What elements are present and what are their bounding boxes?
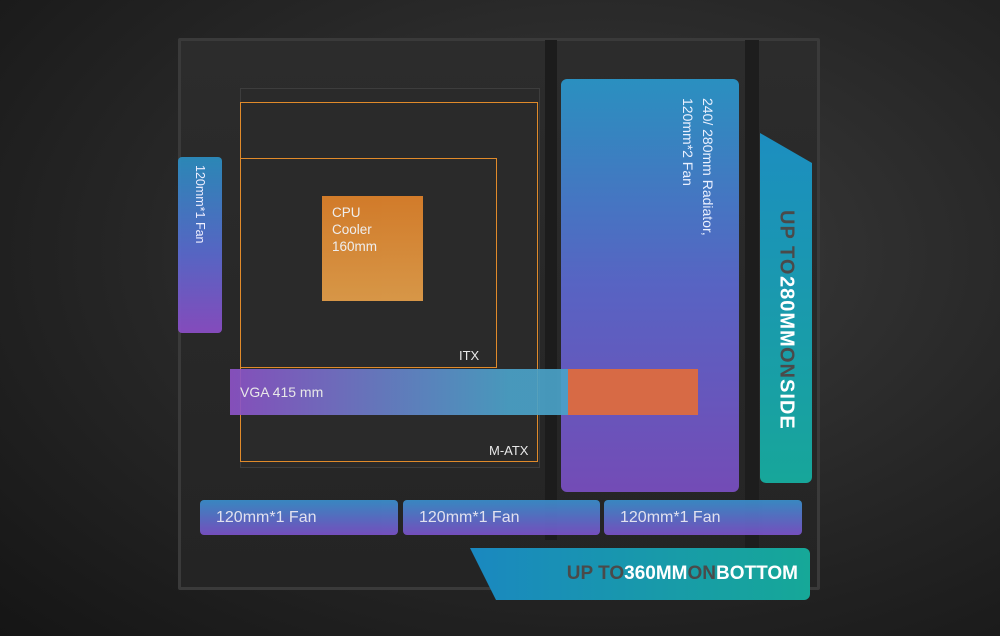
cpu-label-3: 160mm	[332, 239, 378, 254]
bottom-fan-2: 120mm*1 Fan	[403, 500, 600, 535]
side-banner	[760, 133, 812, 483]
cpu-label-2: Cooler	[332, 222, 372, 237]
cpu-cooler-zone: CPU Cooler 160mm	[322, 196, 423, 301]
bottom-fan-1: 120mm*1 Fan	[200, 500, 398, 535]
bottom-fan-3: 120mm*1 Fan	[604, 500, 802, 535]
bottom-text-c: ON	[687, 563, 717, 584]
case-front-post	[745, 40, 759, 570]
radiator-label-2: 120mm*2 Fan	[680, 98, 696, 186]
radiator-label-1: 240/ 280mm Radiator,	[700, 98, 716, 236]
vga-overlap-zone	[568, 369, 698, 415]
vga-label: VGA 415 mm	[240, 384, 324, 400]
case-divider	[545, 40, 557, 540]
side-banner-text: UP TO 280MM ON SIDE	[760, 170, 812, 470]
side-text-b: 280MM	[775, 275, 798, 348]
radiator-zone	[561, 79, 739, 492]
itx-label: ITX	[459, 348, 480, 363]
side-text-c: ON	[775, 347, 798, 380]
cpu-label-1: CPU	[332, 205, 361, 220]
bottom-text-b: 360MM	[624, 563, 688, 584]
itx-outline	[240, 158, 497, 368]
side-text-a: UP TO	[775, 210, 798, 276]
bottom-banner: UP TO 360MM ON BOTTOM	[470, 548, 810, 600]
radiator-label: 240/ 280mm Radiator,120mm*2 Fan	[678, 98, 718, 236]
bottom-text-d: BOTTOM	[716, 563, 798, 584]
rear-fan-zone	[178, 157, 222, 333]
bottom-text-a: UP TO	[566, 563, 625, 584]
side-text-d: SIDE	[775, 379, 798, 430]
rear-fan-label: 120mm*1 Fan	[193, 165, 207, 244]
matx-label: M-ATX	[489, 443, 529, 458]
